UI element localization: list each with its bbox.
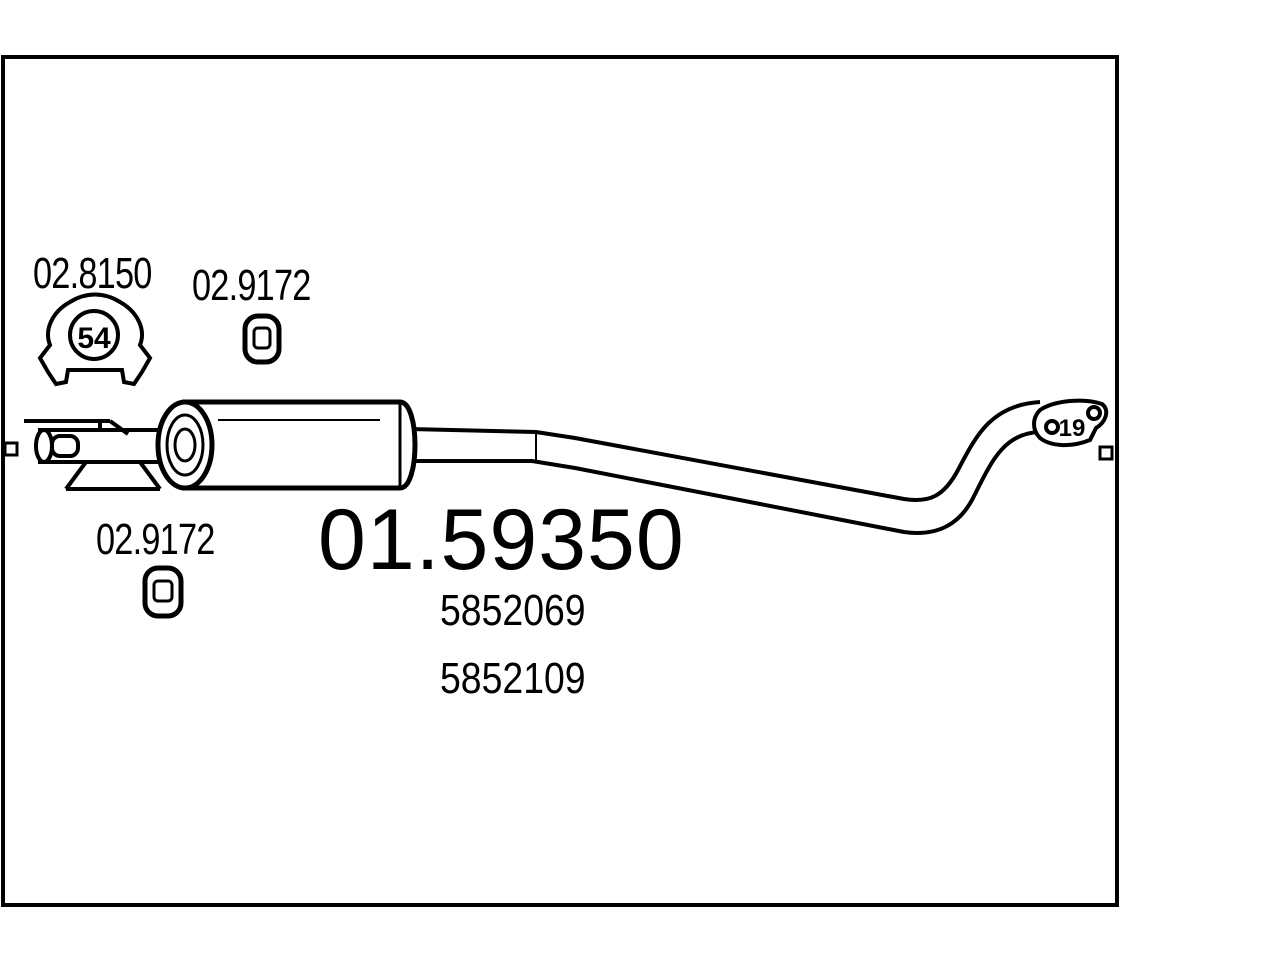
inlet-pipe xyxy=(24,419,177,491)
right-edge-marker xyxy=(1098,445,1114,461)
oem-number-2: 5852109 xyxy=(440,654,586,703)
rubber-mount-bottom-icon xyxy=(142,565,184,619)
main-part-number: 01.59350 xyxy=(318,492,685,588)
frame-border xyxy=(1,55,1119,907)
rubber-mount-top-part-number: 02.9172 xyxy=(192,261,311,310)
left-edge-marker xyxy=(3,441,19,457)
flange-label: 19 xyxy=(1059,415,1086,442)
muffler-body xyxy=(155,399,418,491)
clamp-part-number: 02.8150 xyxy=(33,249,152,298)
clamp-size-label: 54 xyxy=(77,322,111,355)
oem-number-1: 5852069 xyxy=(440,586,586,635)
outlet-flange-icon xyxy=(1032,398,1109,447)
clamp-icon xyxy=(37,292,153,387)
rubber-mount-bottom-part-number: 02.9172 xyxy=(96,515,215,564)
outlet-pipe xyxy=(409,400,1041,535)
rubber-mount-top-icon xyxy=(242,313,282,365)
